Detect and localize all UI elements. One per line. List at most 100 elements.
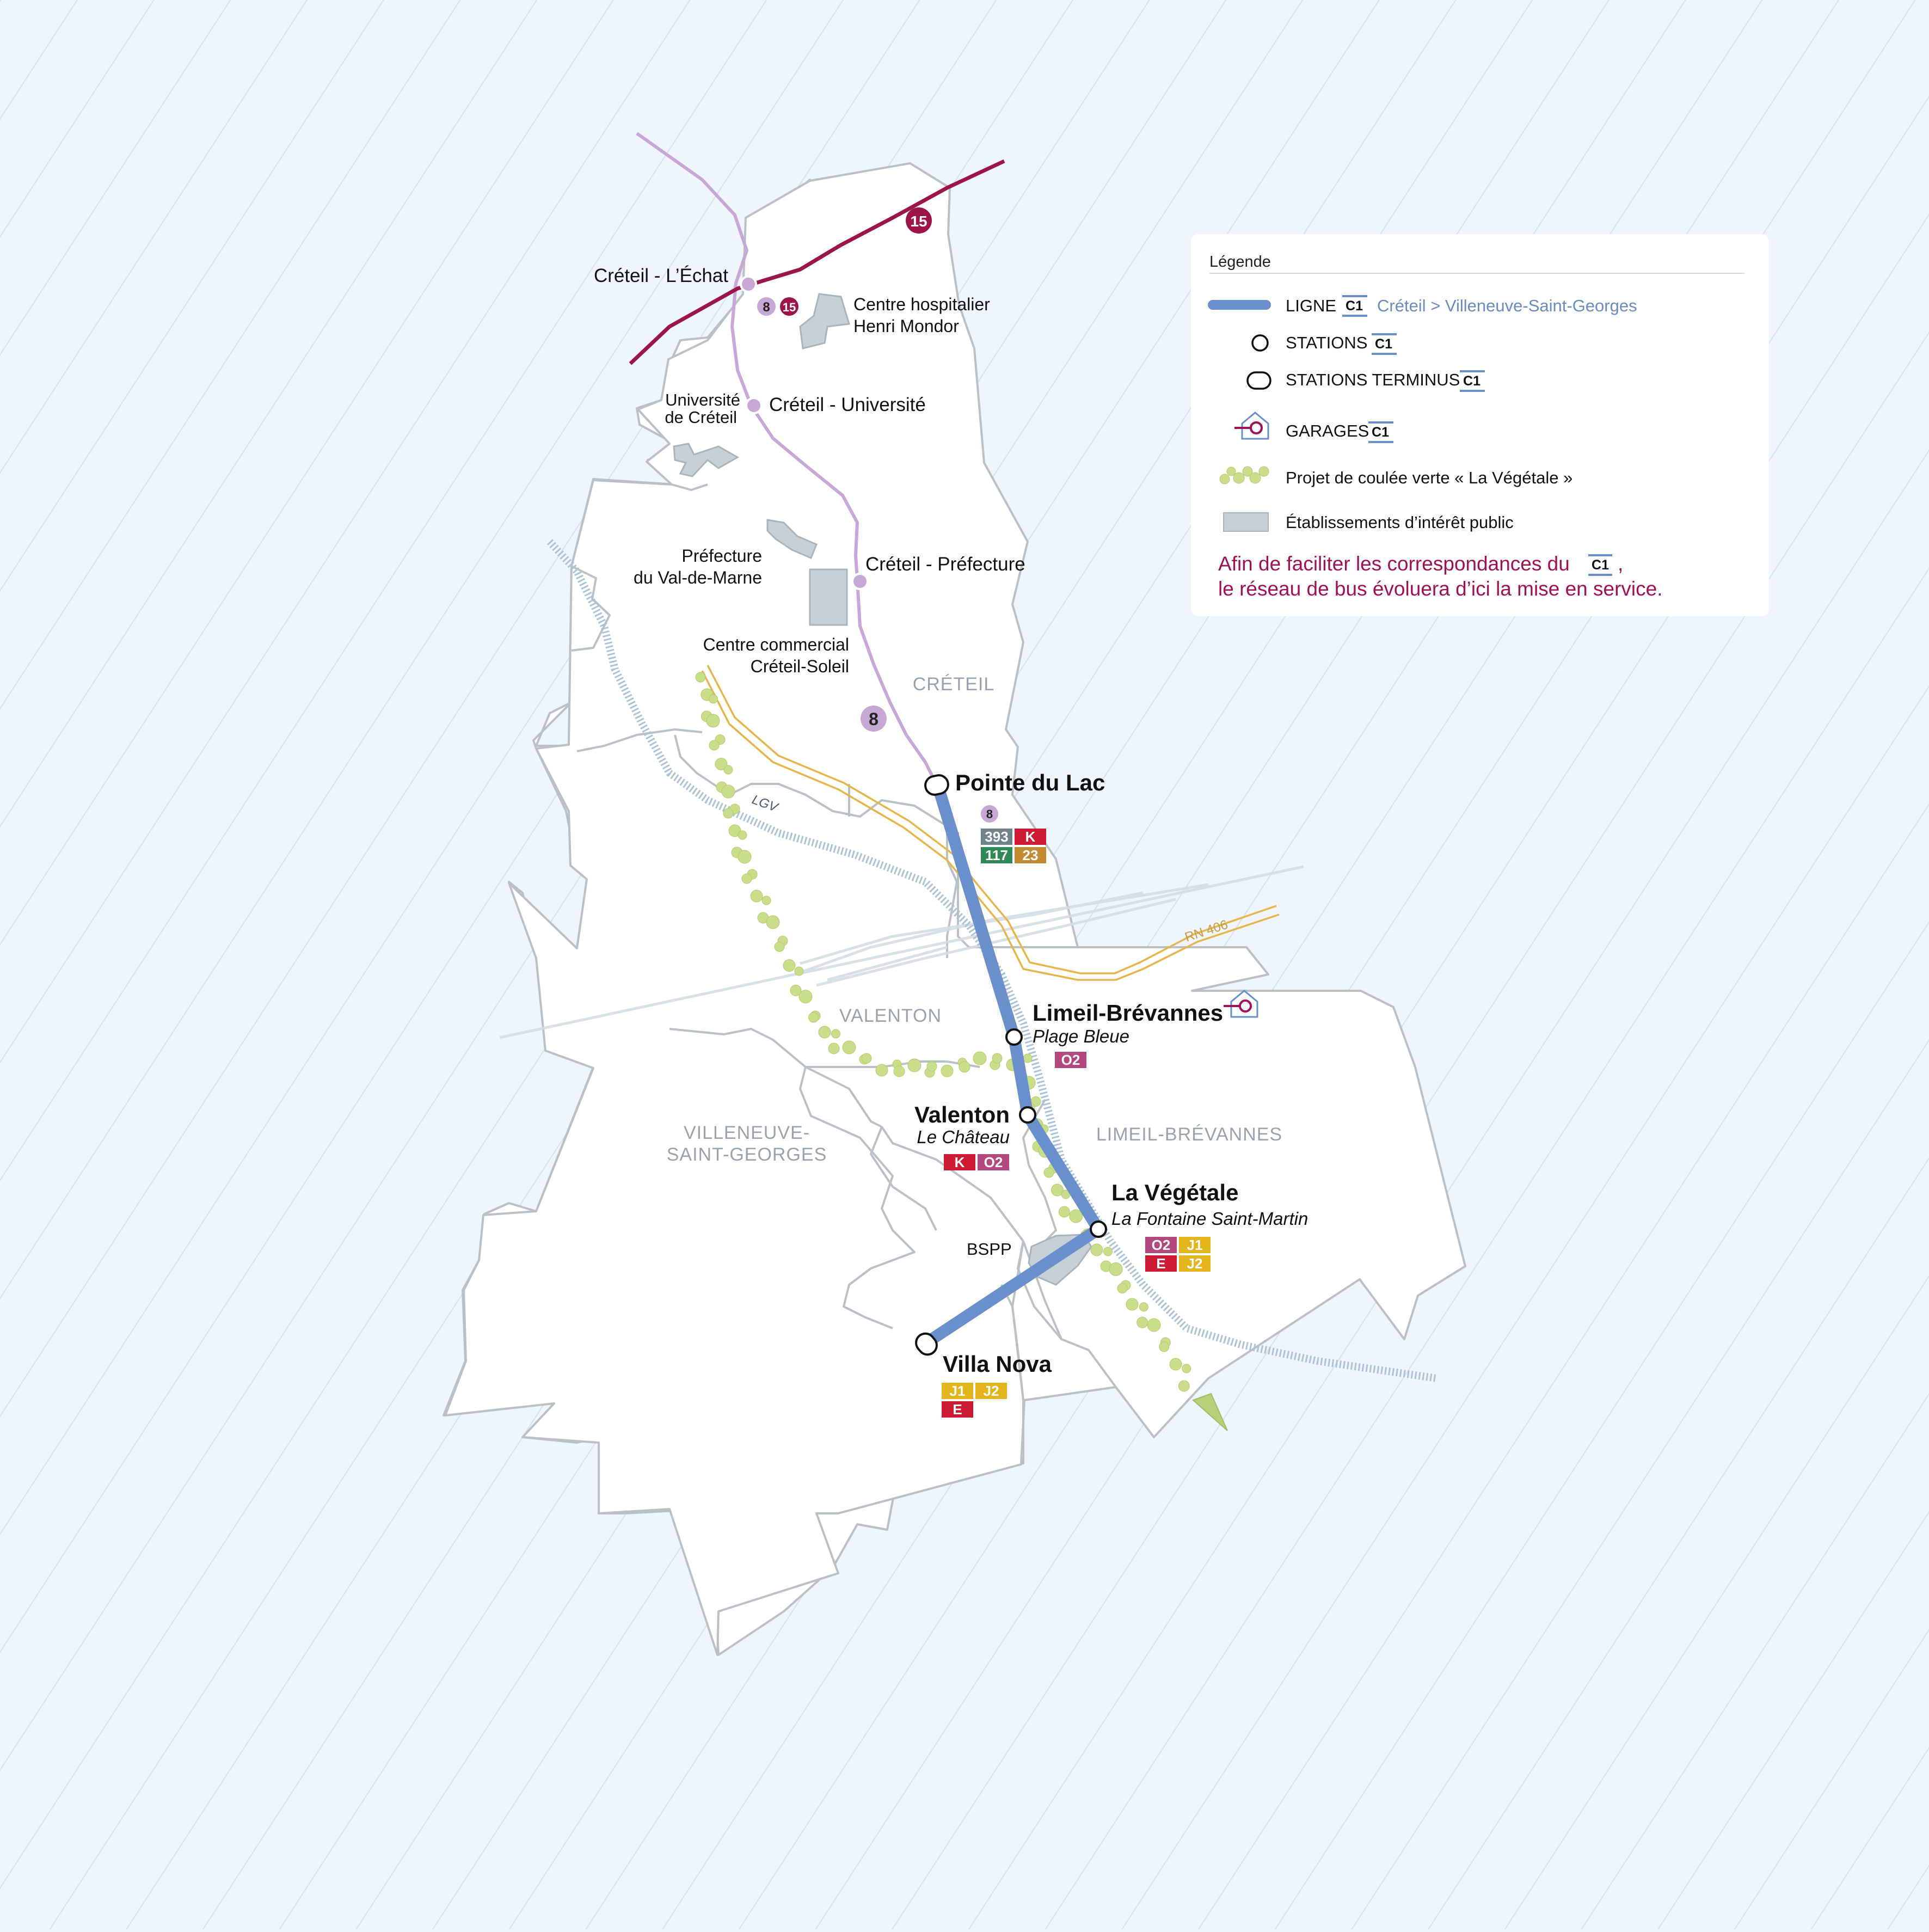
metro-badge-8: 8 <box>861 706 887 732</box>
green-corridor-dot <box>941 1064 954 1077</box>
green-corridor-dot <box>1117 1283 1128 1293</box>
green-corridor-dot <box>1159 1341 1170 1352</box>
green-corridor-dot <box>774 941 785 952</box>
green-corridor-dot <box>875 1064 888 1077</box>
legend-c1-badge-1: C1 <box>1342 295 1367 317</box>
green-corridor-dot <box>1126 1298 1139 1311</box>
green-corridor-dot <box>709 694 718 704</box>
green-corridor-dot <box>1109 1262 1123 1276</box>
svg-text:15: 15 <box>910 213 927 230</box>
station-villa-nova-name: Villa Nova <box>943 1351 1052 1377</box>
svg-text:C1: C1 <box>1592 557 1609 573</box>
metro-badge-8-top: 8 <box>757 297 776 316</box>
hospital-building <box>799 293 850 349</box>
c1-stations <box>915 774 1107 1356</box>
legend-line-label: LIGNE <box>1286 296 1336 315</box>
legend-c1-badge-2: C1 <box>1372 333 1397 355</box>
bus-badge-label: K <box>955 1154 965 1170</box>
svg-text:C1: C1 <box>1463 373 1480 389</box>
station-echat-dot <box>740 275 757 293</box>
bus-badge <box>944 1154 975 1170</box>
label-univ-1: Université <box>665 390 740 409</box>
bus-badge <box>981 847 1012 863</box>
legend-note-2: le réseau de bus évoluera d’ici la mise … <box>1218 578 1662 600</box>
town-vsg-2: SAINT-GEORGES <box>667 1144 827 1165</box>
green-corridor-dot <box>783 959 796 972</box>
bus-badge-label: O2 <box>1061 1052 1080 1068</box>
town-valenton: VALENTON <box>839 1005 942 1026</box>
green-corridor-dot <box>1043 1167 1054 1178</box>
bus-badge-label: O2 <box>984 1154 1003 1170</box>
town-limeil: LIMEIL-BRÉVANNES <box>1096 1124 1282 1145</box>
bus-badge-label: 117 <box>985 847 1008 863</box>
legend-garages: GARAGES <box>1286 421 1369 440</box>
rn406-road <box>701 665 1280 981</box>
bus-badge <box>975 1383 1007 1399</box>
green-corridor-dot <box>798 990 813 1004</box>
label-mall-2: Créteil-Soleil <box>751 657 849 676</box>
legend-panel: Légende LIGNE C1 Créteil > Villeneuve-Sa… <box>1191 234 1769 616</box>
green-corridor-dot <box>1182 1364 1191 1373</box>
bus-badge <box>978 1154 1009 1170</box>
legend-title: Légende <box>1209 253 1271 271</box>
legend-public: Établissements d’intérêt public <box>1286 513 1514 532</box>
lgv-line <box>546 539 1438 1382</box>
green-corridor-dot <box>861 1053 872 1064</box>
metro-badge-15-top: 15 <box>780 297 798 316</box>
green-corridor-dot <box>973 1051 987 1065</box>
legend-c1-badge-3: C1 <box>1460 370 1485 392</box>
garage-icon <box>1224 990 1258 1018</box>
green-corridor-dot <box>907 1058 922 1072</box>
legend-c1-badge-4: C1 <box>1368 421 1393 443</box>
svg-text:8: 8 <box>763 300 770 315</box>
station-valenton-sub: Le Château <box>917 1127 1010 1147</box>
green-corridor-dot <box>709 740 720 751</box>
station-valenton-dot <box>1019 1106 1036 1124</box>
green-corridor-dot <box>1023 1053 1033 1063</box>
station-pointe-du-lac-name: Pointe du Lac <box>955 770 1105 795</box>
label-echat: Créteil - L’Échat <box>594 265 728 286</box>
green-corridor-dot <box>695 672 706 683</box>
university-building <box>673 443 740 477</box>
label-bspp: BSPP <box>967 1240 1012 1259</box>
green-corridor-dot <box>738 830 747 840</box>
green-corridor-dot <box>808 1012 819 1023</box>
legend-note-1a: Afin de faciliter les correspondances du <box>1218 553 1570 575</box>
green-corridor-arrow <box>1192 1393 1228 1431</box>
green-corridor-dot <box>828 1042 840 1054</box>
town-creteil: CRÉTEIL <box>913 674 995 695</box>
svg-text:8: 8 <box>869 709 879 729</box>
green-corridor-dot <box>715 758 728 770</box>
bus-badge-label: J2 <box>1187 1255 1203 1272</box>
label-hospital-2: Henri Mondor <box>853 316 959 336</box>
bus-badge <box>1145 1255 1177 1272</box>
bus-badge <box>1015 847 1046 863</box>
legend-route: Créteil > Villeneuve-Saint-Georges <box>1377 296 1637 315</box>
green-corridor-dot <box>1139 1302 1148 1312</box>
legend-public-swatch <box>1223 512 1269 532</box>
green-corridor-dot <box>706 714 720 728</box>
green-corridor-dot <box>721 784 735 799</box>
prefecture-building <box>766 519 818 559</box>
green-corridor-dot <box>842 1040 856 1054</box>
green-corridor-dot <box>738 850 752 864</box>
svg-text:C1: C1 <box>1372 425 1389 440</box>
green-corridor-dot <box>790 984 802 996</box>
metro-stations <box>740 275 869 590</box>
legend-green-swatch <box>1219 466 1269 484</box>
green-corridor-dot <box>766 915 780 929</box>
metro-badge-8-pointe: 8 <box>981 805 998 823</box>
station-villa-nova-dot <box>915 1332 938 1356</box>
label-hospital-1: Centre hospitalier <box>853 295 990 314</box>
bus-badges-valenton: K O2 <box>944 1154 1009 1170</box>
svg-text:C1: C1 <box>1375 336 1392 352</box>
green-corridor-dot <box>1169 1358 1182 1371</box>
legend-box <box>1191 234 1769 616</box>
bus-badge-label: 23 <box>1023 847 1039 863</box>
green-corridor-dot <box>1058 1206 1070 1218</box>
label-univ-2: de Créteil <box>665 408 737 427</box>
green-corridor-dot <box>723 808 734 819</box>
label-pref-2: du Val-de-Marne <box>634 568 762 587</box>
bus-badge <box>1179 1237 1211 1253</box>
